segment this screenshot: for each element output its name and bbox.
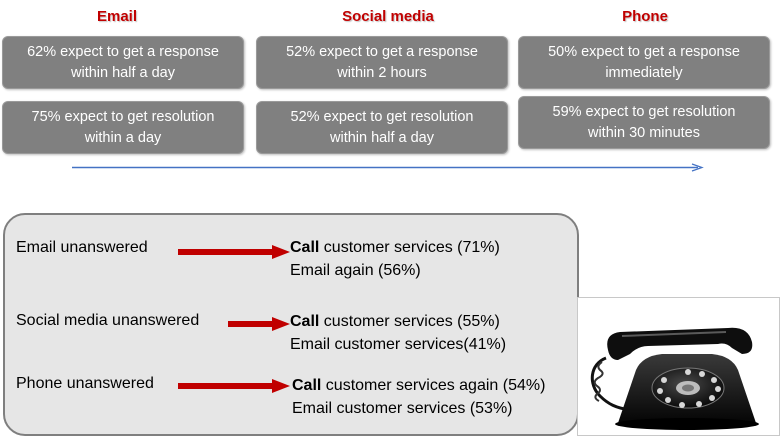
phone-unanswered-line2: Email customer services (53%) <box>292 400 513 417</box>
email-resolution-text: 75% expect to get resolution within a da… <box>31 108 215 146</box>
social-resolution-box: 52% expect to get resolution within half… <box>256 101 508 154</box>
email-unanswered-line1: Call customer services (71%) <box>290 236 500 259</box>
email-unanswered-label: Email unanswered <box>16 239 148 256</box>
call-emphasis: Call <box>290 239 320 256</box>
email-response-box: 62% expect to get a response within half… <box>2 36 244 89</box>
email-response-text: 62% expect to get a response within half… <box>27 43 219 81</box>
phone-unanswered-line1-rest: customer services again (54%) <box>321 377 546 394</box>
email-unanswered-arrow <box>178 245 290 259</box>
social-unanswered-line1: Call customer services (55%) <box>290 310 506 333</box>
social-response-text: 52% expect to get a response within 2 ho… <box>286 43 478 81</box>
social-unanswered-result: Call customer services (55%) Email custo… <box>290 310 506 356</box>
social-unanswered-label: Social media unanswered <box>16 312 200 329</box>
header-email: Email <box>96 8 138 25</box>
telephone-photo <box>577 297 780 436</box>
phone-unanswered-line1: Call customer services again (54%) <box>292 374 545 397</box>
social-unanswered-arrow <box>228 317 290 331</box>
social-unanswered-line2: Email customer services(41%) <box>290 336 507 353</box>
phone-unanswered-arrow <box>178 379 290 393</box>
phone-resolution-text: 59% expect to get resolution within 30 m… <box>552 103 736 141</box>
timeline-arrow <box>72 163 704 172</box>
email-resolution-box: 75% expect to get resolution within a da… <box>2 101 244 154</box>
rotary-telephone-icon <box>590 327 759 430</box>
call-emphasis: Call <box>290 313 320 330</box>
email-unanswered-line2: Email again (56%) <box>290 262 421 279</box>
phone-resolution-box: 59% expect to get resolution within 30 m… <box>518 96 770 149</box>
header-social-media: Social media <box>342 8 434 25</box>
social-unanswered-line1-rest: customer services (55%) <box>319 313 500 330</box>
email-unanswered-line1-rest: customer services (71%) <box>319 239 500 256</box>
header-phone: Phone <box>622 8 668 25</box>
phone-response-text: 50% expect to get a response immediately <box>548 43 740 81</box>
phone-unanswered-label: Phone unanswered <box>16 375 154 392</box>
call-emphasis: Call <box>292 377 322 394</box>
phone-unanswered-result: Call customer services again (54%) Email… <box>292 374 545 420</box>
unanswered-panel <box>3 213 579 436</box>
social-resolution-text: 52% expect to get resolution within half… <box>290 108 474 146</box>
phone-response-box: 50% expect to get a response immediately <box>518 36 770 89</box>
social-response-box: 52% expect to get a response within 2 ho… <box>256 36 508 89</box>
email-unanswered-result: Call customer services (71%) Email again… <box>290 236 500 282</box>
